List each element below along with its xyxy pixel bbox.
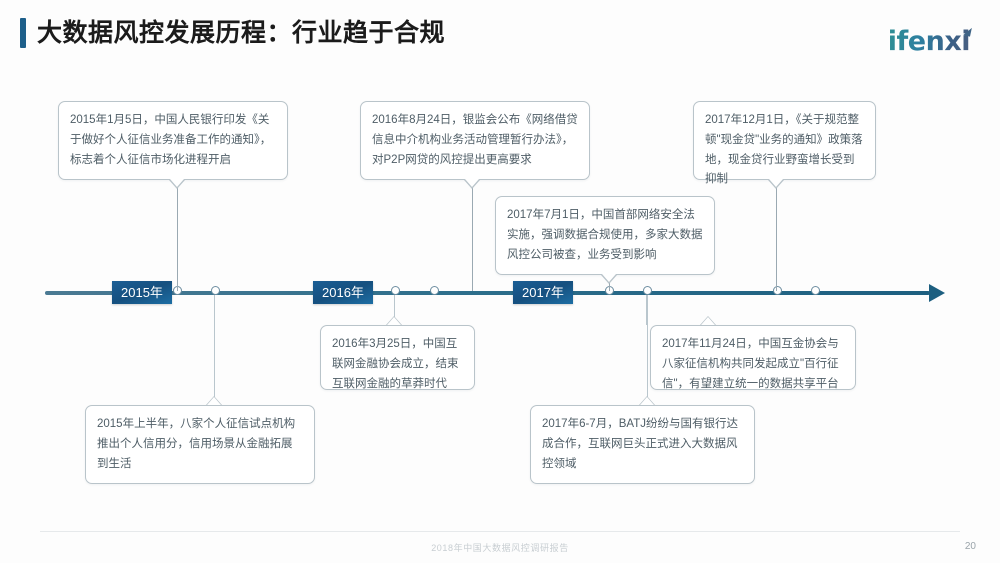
callout-text: 2016年3月25日，中国互联网金融协会成立，结束互联网金融的草莽时代 — [332, 338, 459, 390]
callout-text: 2017年12月1日，《关于规范整顿"现金贷"业务的通知》政策落地，现金贷行业野… — [705, 114, 863, 186]
title-text: 大数据风控发展历程：行业趋于合规 — [37, 18, 446, 47]
callout-2017-11-24[interactable]: 2017年11月24日，中国互金协会与八家征信机构共同发起成立"百行征信"，有望… — [650, 325, 856, 390]
timeline-arrow-icon — [929, 284, 945, 302]
callout-text: 2015年上半年，八家个人征信试点机构推出个人信用分，信用场景从金融拓展到生活 — [97, 418, 296, 470]
callout-2016-03-25[interactable]: 2016年3月25日，中国互联网金融协会成立，结束互联网金融的草莽时代 — [320, 325, 475, 390]
callout-text: 2017年11月24日，中国互金协会与八家征信机构共同发起成立"百行征信"，有望… — [662, 338, 839, 390]
timeline-node[interactable] — [811, 286, 820, 295]
timeline-node[interactable] — [430, 286, 439, 295]
page-number: 20 — [964, 541, 976, 552]
year-badge-2016[interactable]: 2016年 — [313, 281, 373, 304]
callout-pointer-fill — [602, 274, 616, 282]
callout-2017-06-07[interactable]: 2017年6-7月，BATJ纷纷与国有银行达成合作，互联网巨头正式进入大数据风控… — [530, 405, 755, 484]
timeline-node[interactable] — [643, 286, 652, 295]
callout-pointer-fill — [207, 397, 221, 405]
timeline-axis — [45, 291, 930, 295]
callout-pointer-fill — [387, 317, 401, 325]
callout-text: 2016年8月24日，银监会公布《网络借贷信息中介机构业务活动管理暂行办法》，对… — [372, 114, 578, 166]
footer-divider — [40, 531, 960, 532]
connector-line — [646, 295, 648, 325]
callout-pointer-fill — [640, 397, 654, 405]
connector-line — [177, 180, 179, 291]
connector-line — [776, 180, 778, 291]
connector-line — [472, 180, 474, 291]
connector-line — [647, 295, 649, 405]
callout-pointer-fill — [170, 179, 184, 187]
callout-2017-07-01[interactable]: 2017年7月1日，中国首部网络安全法实施，强调数据合规使用，多家大数据风控公司… — [495, 196, 715, 275]
logo-flag-icon — [963, 26, 972, 37]
callout-pointer-fill — [701, 317, 715, 325]
timeline-node[interactable] — [391, 286, 400, 295]
title-accent-bar — [20, 18, 26, 48]
callout-text: 2015年1月5日，中国人民银行印发《关于做好个人征信业务准备工作的通知》，标志… — [70, 114, 272, 166]
logo-text: ifenxi — [887, 26, 970, 57]
connector-line — [394, 295, 396, 325]
callout-2017-12-01[interactable]: 2017年12月1日，《关于规范整顿"现金贷"业务的通知》政策落地，现金贷行业野… — [693, 101, 876, 185]
year-badge-2015[interactable]: 2015年 — [112, 281, 172, 304]
connector-line — [214, 295, 216, 405]
year-badge-2017[interactable]: 2017年 — [513, 281, 573, 304]
page-title: 大数据风控发展历程：行业趋于合规 — [20, 18, 445, 48]
callout-pointer-fill — [465, 179, 479, 187]
callout-2015-h1[interactable]: 2015年上半年，八家个人征信试点机构推出个人信用分，信用场景从金融拓展到生活 — [85, 405, 315, 484]
callout-text: 2017年6-7月，BATJ纷纷与国有银行达成合作，互联网巨头正式进入大数据风控… — [542, 418, 738, 470]
timeline-node[interactable] — [211, 286, 220, 295]
ifenxi-logo: ifenxi — [887, 26, 972, 57]
callout-2015-01-05[interactable]: 2015年1月5日，中国人民银行印发《关于做好个人征信业务准备工作的通知》，标志… — [58, 101, 288, 180]
footer-text: 2018年中国大数据风控调研报告 — [431, 543, 569, 553]
callout-text: 2017年7月1日，中国首部网络安全法实施，强调数据合规使用，多家大数据风控公司… — [507, 209, 703, 261]
callout-2016-08-24[interactable]: 2016年8月24日，银监会公布《网络借贷信息中介机构业务活动管理暂行办法》，对… — [360, 101, 590, 180]
callout-pointer-fill — [769, 179, 783, 187]
timeline-node[interactable] — [773, 286, 782, 295]
